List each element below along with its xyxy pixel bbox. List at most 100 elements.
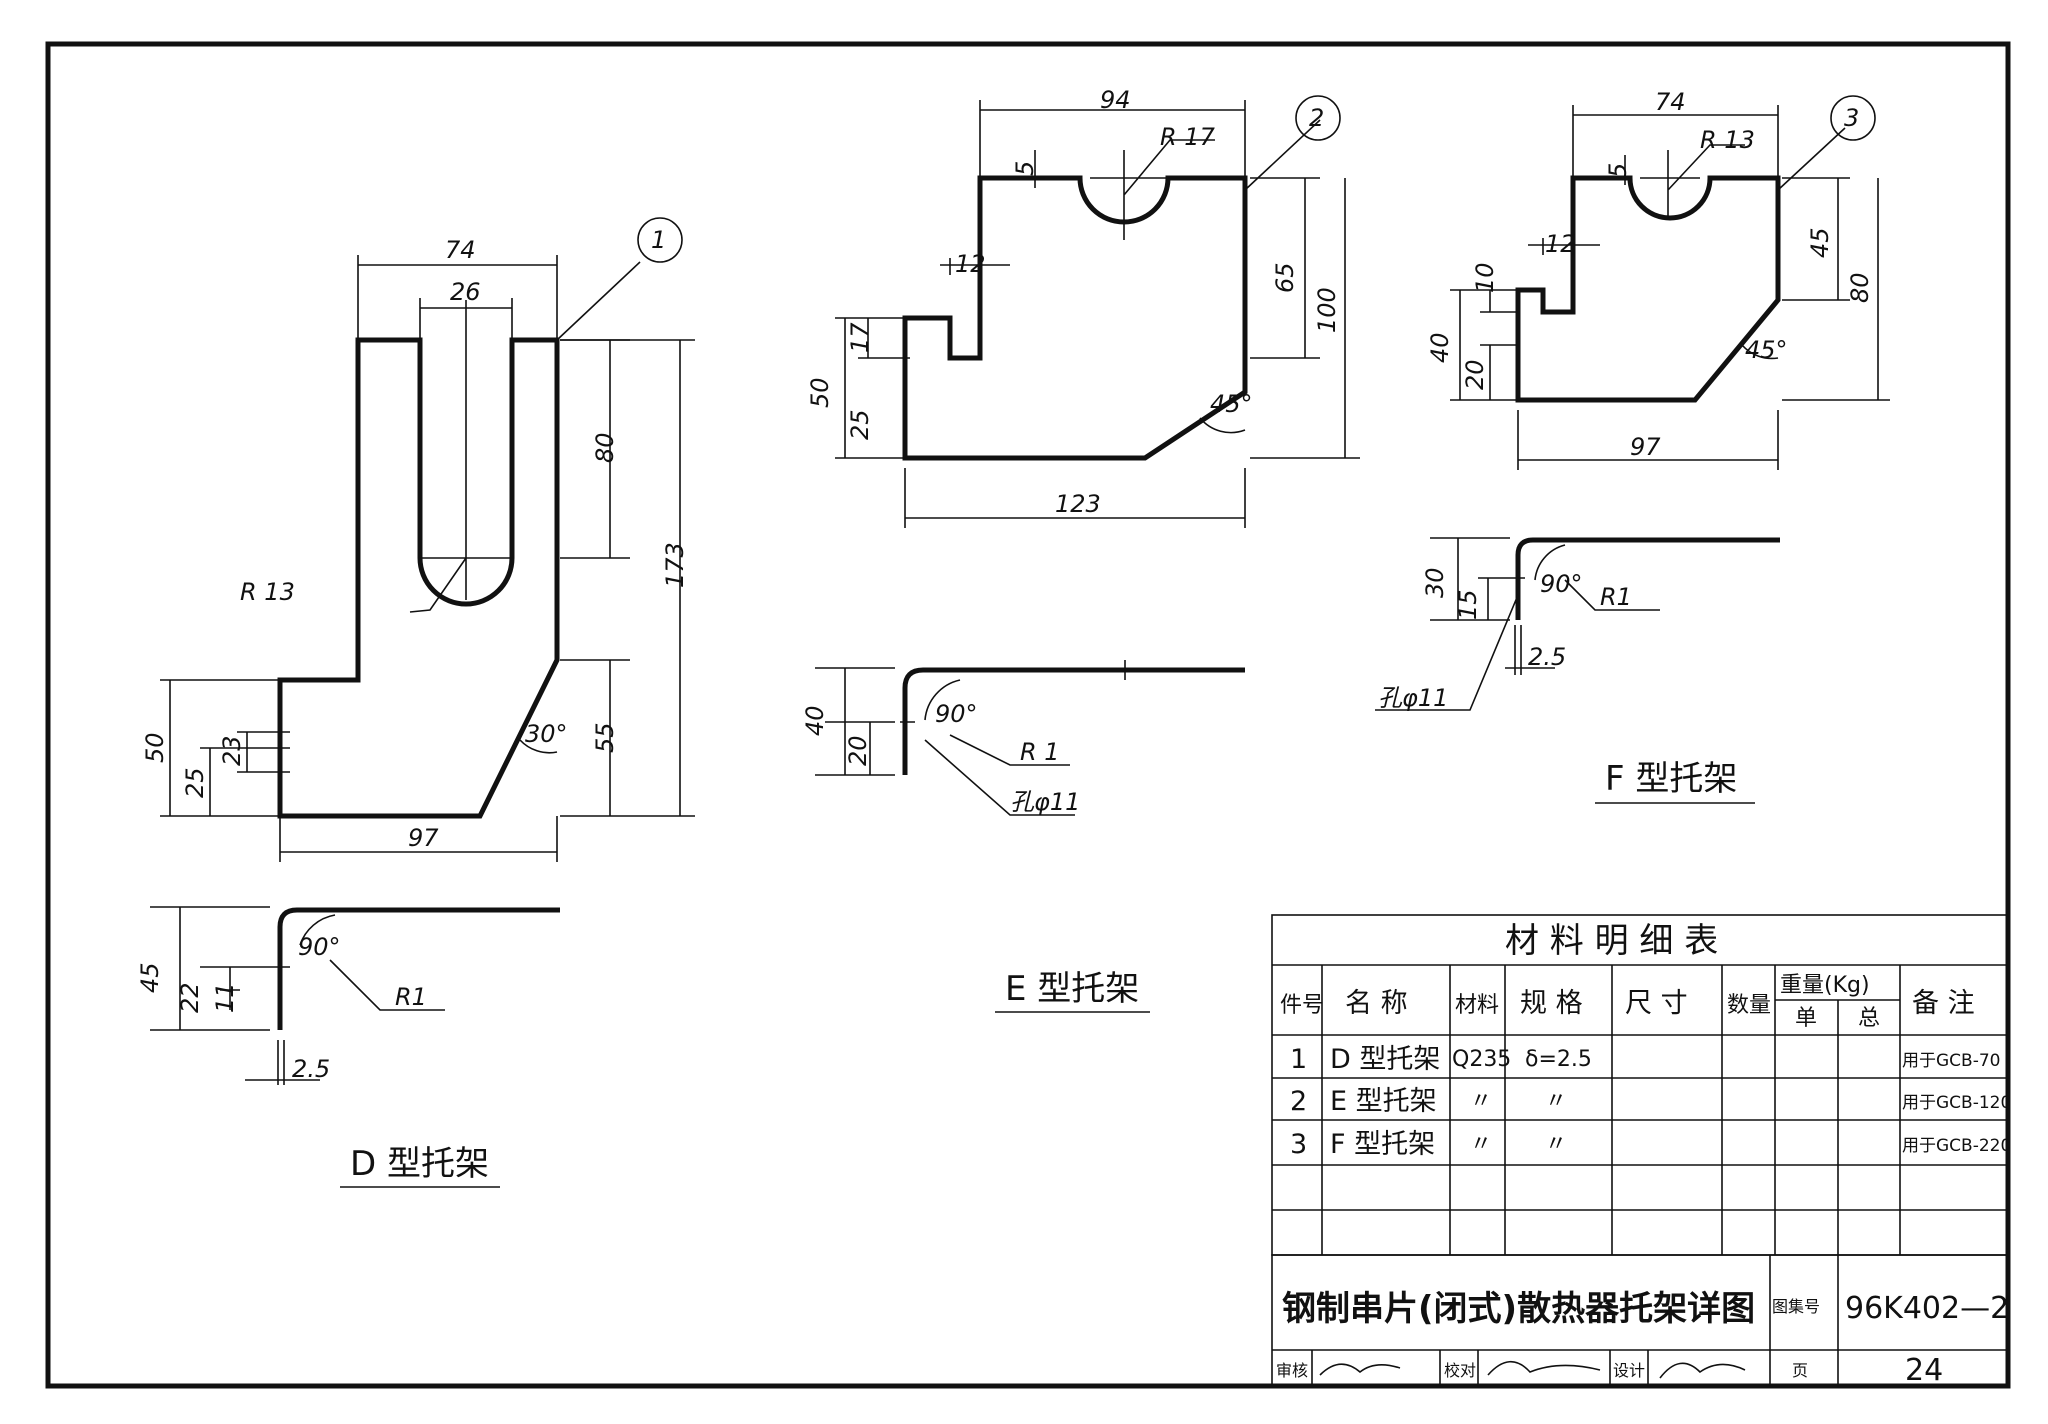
th-material: 材料: [1455, 993, 1499, 1018]
row3-spec: 〃: [1545, 1132, 1567, 1157]
dim-f-97: 97: [1630, 433, 1661, 461]
dim-e-r17: R 17: [1160, 123, 1216, 151]
dim-f-40: 40: [1426, 332, 1454, 363]
view-f-title: F 型托架: [1605, 759, 1737, 799]
sec-e-20: 20: [844, 735, 872, 766]
row2-remark: 用于GCB-120: [1902, 1093, 2011, 1113]
sec-d-22: 22: [176, 982, 204, 1013]
sec-d-r1: R1: [395, 983, 427, 1011]
dim-d-50: 50: [141, 732, 169, 763]
dim-f-45: 45: [1806, 227, 1834, 258]
dim-e-94: 94: [1100, 86, 1131, 114]
sec-f-thickness: 2.5: [1528, 643, 1566, 671]
dim-e-50: 50: [806, 377, 834, 408]
drawing-title: 钢制串片(闭式)散热器托架详图: [1282, 1289, 1755, 1329]
dim-e-5: 5: [1011, 161, 1039, 176]
dim-e-65: 65: [1271, 262, 1299, 293]
dim-f-80: 80: [1846, 272, 1874, 303]
row2-material: 〃: [1470, 1089, 1492, 1114]
row1-name: D 型托架: [1330, 1044, 1440, 1075]
sec-d-90deg: 90°: [298, 933, 341, 961]
design-signature: [1659, 1362, 1746, 1379]
check-label: 校对: [1444, 1361, 1476, 1380]
dim-d-74: 74: [445, 236, 476, 264]
view-d-title: D 型托架: [350, 1144, 489, 1184]
sec-e-hole: 孔φ11: [1010, 788, 1080, 816]
sec-e-90deg: 90°: [935, 700, 978, 728]
sec-e-40: 40: [801, 705, 829, 736]
row1-material: Q235: [1452, 1047, 1511, 1072]
sec-f-30: 30: [1421, 567, 1449, 598]
view-e-title: E 型托架: [1005, 969, 1139, 1009]
design-label: 设计: [1613, 1361, 1645, 1380]
dim-e-100: 100: [1313, 287, 1341, 333]
view-f-bracket: 74 R 13 5 12 10 45 80 40 20 45° 97 3 30 …: [1375, 88, 1890, 804]
row3-name: F 型托架: [1330, 1129, 1435, 1160]
dim-f-20: 20: [1461, 359, 1489, 390]
dim-f-12: 12: [1545, 230, 1576, 258]
table-title: 材 料 明 细 表: [1505, 921, 1718, 961]
dim-f-5: 5: [1604, 163, 1632, 178]
row1-spec: δ=2.5: [1525, 1047, 1592, 1072]
dim-e-12: 12: [955, 250, 986, 278]
dim-f-10: 10: [1471, 262, 1499, 293]
page-label: 页: [1792, 1361, 1808, 1380]
part-no-e: 2: [1309, 104, 1324, 132]
th-remark: 备 注: [1912, 988, 1975, 1019]
dim-d-173: 173: [661, 542, 689, 588]
atlas-number: 96K402—2: [1845, 1291, 2009, 1326]
sec-f-hole: 孔φ11: [1378, 684, 1448, 712]
dim-d-55: 55: [591, 722, 619, 753]
sec-d-11: 11: [211, 982, 239, 1013]
check-signature: [1487, 1360, 1601, 1376]
dim-d-80: 80: [591, 432, 619, 463]
view-e-bracket: 94 R 17 5 12 65 100 17 50 25 45° 123 2 4…: [801, 86, 1360, 1013]
row1-no: 1: [1290, 1044, 1307, 1075]
part-no-d: 1: [651, 226, 666, 254]
title-block: 钢制串片(闭式)散热器托架详图 图集号 96K402—2 审核 校对 设计 页 …: [1271, 1254, 2009, 1388]
dim-d-97: 97: [408, 824, 439, 852]
dim-d-25: 25: [181, 767, 209, 798]
th-qty: 数量: [1727, 993, 1771, 1018]
dim-f-r13: R 13: [1700, 126, 1755, 154]
review-signature: [1319, 1363, 1401, 1376]
sec-f-90deg: 90°: [1540, 570, 1583, 598]
dim-f-45deg: 45°: [1745, 336, 1788, 364]
dim-d-26: 26: [450, 278, 481, 306]
row3-remark: 用于GCB-220: [1902, 1136, 2011, 1156]
th-weight-unit: 单: [1795, 1006, 1817, 1031]
dim-d-r13: R 13: [240, 578, 295, 606]
page-number: 24: [1905, 1353, 1943, 1388]
th-no: 件号: [1280, 993, 1324, 1018]
row1-remark: 用于GCB-70: [1902, 1051, 2000, 1071]
row3-material: 〃: [1470, 1132, 1492, 1157]
dim-d-30deg: 30°: [525, 720, 568, 748]
sec-f-r1: R1: [1600, 583, 1632, 611]
th-spec: 规 格: [1520, 988, 1583, 1019]
sec-f-15: 15: [1454, 589, 1482, 620]
part-no-f: 3: [1844, 104, 1859, 132]
materials-table: 材 料 明 细 表 件号 名 称 材料 规 格 尺 寸 数量 重量(Kg) 单 …: [1271, 914, 2011, 1256]
row2-spec: 〃: [1545, 1089, 1567, 1114]
dim-d-23: 23: [218, 735, 246, 766]
row2-no: 2: [1290, 1086, 1307, 1117]
sec-d-thickness: 2.5: [292, 1055, 330, 1083]
atlas-label: 图集号: [1772, 1297, 1820, 1316]
th-size: 尺 寸: [1625, 988, 1688, 1019]
row3-no: 3: [1290, 1129, 1307, 1160]
row2-name: E 型托架: [1330, 1086, 1437, 1117]
th-weight: 重量(Kg): [1780, 973, 1870, 998]
dim-e-123: 123: [1055, 490, 1101, 518]
sheet-border: [45, 41, 2011, 1389]
dim-e-25: 25: [846, 409, 874, 440]
dim-e-45deg: 45°: [1210, 390, 1253, 418]
sec-e-r1: R 1: [1020, 738, 1060, 766]
review-label: 审核: [1276, 1361, 1308, 1380]
th-weight-total: 总: [1858, 1006, 1880, 1031]
sec-d-45: 45: [136, 962, 164, 993]
dim-f-74: 74: [1655, 88, 1686, 116]
dim-e-17: 17: [846, 322, 874, 353]
th-name: 名 称: [1345, 988, 1408, 1019]
view-d-bracket: 74 26 80 173 R 13 50 25 23 30° 55 97 1 4…: [136, 217, 695, 1188]
